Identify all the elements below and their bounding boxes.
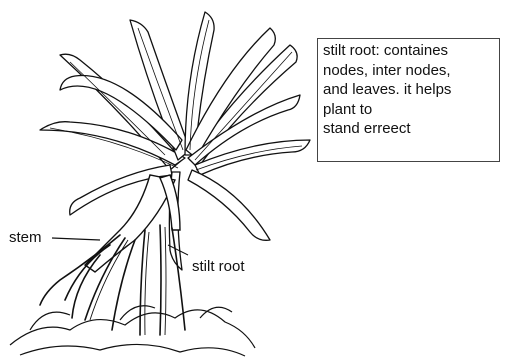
stilt-root-label: stilt root	[192, 258, 245, 276]
description-line: nodes, inter nodes,	[323, 61, 494, 81]
description-line: and leaves. it helps	[323, 80, 494, 100]
stem-pointer-line	[52, 238, 100, 240]
ground-rocks	[10, 306, 255, 356]
leaf	[188, 170, 270, 240]
description-box: stilt root: containes nodes, inter nodes…	[317, 38, 500, 162]
leaves	[40, 12, 310, 270]
description-line: stilt root: containes	[323, 41, 494, 61]
description-line: stand erreect	[323, 119, 494, 139]
stilt-roots	[40, 225, 185, 335]
description-line: plant to	[323, 100, 494, 120]
stem-label: stem	[9, 229, 42, 247]
